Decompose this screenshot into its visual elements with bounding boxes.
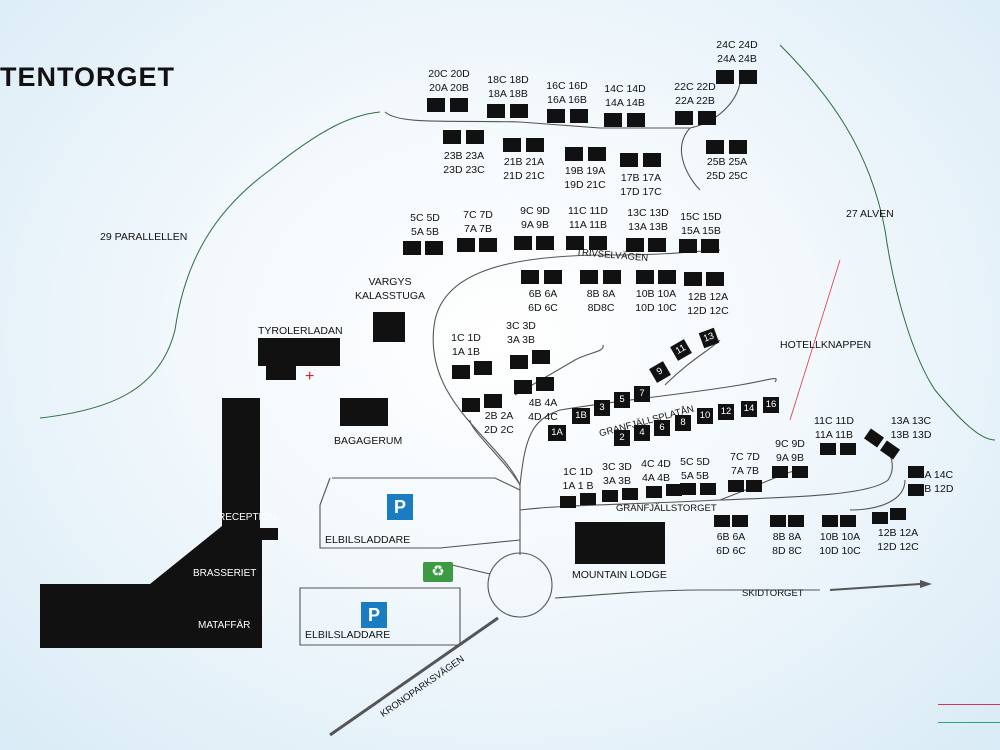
road (469, 419, 521, 486)
vargys-building (373, 312, 405, 342)
ski-slope-line (779, 44, 996, 441)
tyrolerladan-building (258, 338, 340, 366)
cabin-label: 24C 24D 24A 24B (716, 39, 758, 65)
mataffar-label: MATAFFÄR (198, 620, 251, 631)
area-label-parallellen: 29 PARALLELLEN (100, 231, 188, 243)
cabin-label: 7C 7D 7A 7B (463, 209, 493, 235)
cabin-label: 8B 8A 8D8C (586, 288, 616, 314)
cabin-label: 4C 4D 4A 4B (641, 458, 671, 484)
cabin-label: 18C 18D 18A 18B (487, 74, 529, 100)
skidtorget-road (829, 583, 921, 591)
first-aid-cross-icon: + (305, 368, 315, 385)
cabin-label: 14C 14D 14A 14B (604, 83, 646, 109)
cabin-number: 7 (634, 386, 650, 402)
cabin-label: 20C 20D 20A 20B (428, 68, 470, 94)
road (514, 344, 604, 396)
cabin-label: 17B 17A 17D 17C (620, 172, 662, 198)
road (319, 477, 331, 506)
cabin-label: 12B 12A 12D 12C (687, 291, 729, 317)
cabin-label: 1C 1D 1A 1 B (562, 466, 594, 492)
parking-icon: P (387, 494, 413, 520)
road (319, 505, 521, 549)
elbilsladdare-label: ELBILSLADDARE (305, 629, 391, 641)
area-label-hotellknappen: HOTELLKNAPPEN (780, 339, 872, 351)
cabin-label: 11C 11D 11A 11B (814, 415, 854, 441)
road (849, 479, 906, 511)
road (384, 69, 742, 129)
cabin-label: 4B 4A 4D 4C (528, 397, 558, 423)
cabin-label: 8B 8A 8D 8C (772, 531, 802, 557)
road (332, 477, 521, 491)
cabin-number: 5 (614, 392, 630, 408)
cabin-label: 13A 13C 13B 13D (890, 415, 932, 441)
cabin-label: 14A 14C 14B 12D (912, 469, 954, 495)
page-title: TENTORGET (0, 62, 176, 92)
cabin-number: 8 (675, 415, 691, 431)
parking-icon: P (361, 602, 387, 628)
cabin-number: 16 (763, 397, 779, 413)
cabin-label: 3C 3D 3A 3B (506, 320, 536, 346)
cabin-number: 1B (572, 408, 590, 424)
ski-slope-line (39, 111, 381, 419)
cabin-label: 16C 16D 16A 16B (546, 80, 588, 106)
cabin-label: 9C 9D 9A 9B (520, 205, 550, 231)
lift-line (789, 259, 841, 421)
decor-line (938, 722, 1000, 723)
cabin-number: 3 (594, 400, 610, 416)
mountain-lodge-label: MOUNTAIN LODGE (572, 569, 667, 581)
cabin-label: 7C 7D 7A 7B (730, 451, 760, 477)
road-label-granfjallstorget: GRANFJÄLLSTORGET (616, 503, 717, 514)
reception-complex (40, 398, 278, 648)
road-label-skidtorget: SKIDTORGET (742, 588, 804, 599)
cabin-label: 19B 19A 19D 21C (564, 165, 606, 191)
tyrolerladan-building (266, 362, 296, 380)
cabin-number: 10 (697, 408, 713, 424)
cabin-label: 25B 25A 25D 25C (706, 156, 748, 182)
mountain-lodge-building (575, 522, 665, 564)
cabin-label: 9C 9D 9A 9B (775, 438, 805, 464)
road (451, 564, 491, 575)
cabin-label: 13C 13D 13A 13B (627, 207, 669, 233)
bagagerum-building (340, 398, 388, 426)
cabin-label: 22C 22D 22A 22B (674, 81, 716, 107)
bagagerum-label: BAGAGERUM (334, 435, 403, 447)
cabin-number: 6 (654, 420, 670, 436)
reception-label: RECEPTION (218, 512, 277, 523)
recycle-icon: ♻ (423, 562, 453, 582)
cabin-label: 15C 15D 15A 15B (680, 211, 722, 237)
cabin-label: 10B 10A 10D 10C (819, 531, 861, 557)
cabin-label: 2B 2A 2D 2C (484, 410, 514, 436)
roundabout (487, 552, 553, 618)
vargys-label: VARGYS KALASSTUGA (354, 276, 426, 302)
area-label-alven: 27 ALVEN (846, 208, 894, 220)
cabin-label: 11C 11D 11A 11B (568, 205, 608, 231)
cabin-label: 12B 12A 12D 12C (877, 527, 919, 553)
cabin-label: 23B 23A 23D 23C (443, 150, 485, 176)
road (519, 449, 893, 511)
road (680, 127, 701, 191)
cabin-number: 14 (741, 401, 757, 417)
cabin-label: 5C 5D 5A 5B (410, 212, 440, 238)
cabin-label: 6B 6A 6D 6C (528, 288, 558, 314)
brasseriet-label: BRASSERIET (193, 568, 257, 579)
arrow-right-icon (920, 580, 932, 588)
cabin-number: 12 (718, 404, 734, 420)
cabin-label: 5C 5D 5A 5B (680, 456, 710, 482)
cabin-label: 1C 1D 1A 1B (451, 332, 481, 358)
cabin-number: 2 (614, 430, 630, 446)
cabin-label: 6B 6A 6D 6C (716, 531, 746, 557)
tyrolerladan-label: TYROLERLADAN (258, 325, 343, 337)
cabin-number: 1A (548, 425, 566, 441)
decor-line (938, 704, 1000, 705)
cabin-label: 10B 10A 10D 10C (635, 288, 677, 314)
elbilsladdare-label: ELBILSLADDARE (325, 534, 411, 546)
cabin-label: 3C 3D 3A 3B (602, 461, 632, 487)
road (554, 589, 820, 599)
kronoparksvagen-road (329, 616, 499, 737)
cabin-label: 21B 21A 21D 21C (503, 156, 545, 182)
cabin-number: 4 (634, 425, 650, 441)
